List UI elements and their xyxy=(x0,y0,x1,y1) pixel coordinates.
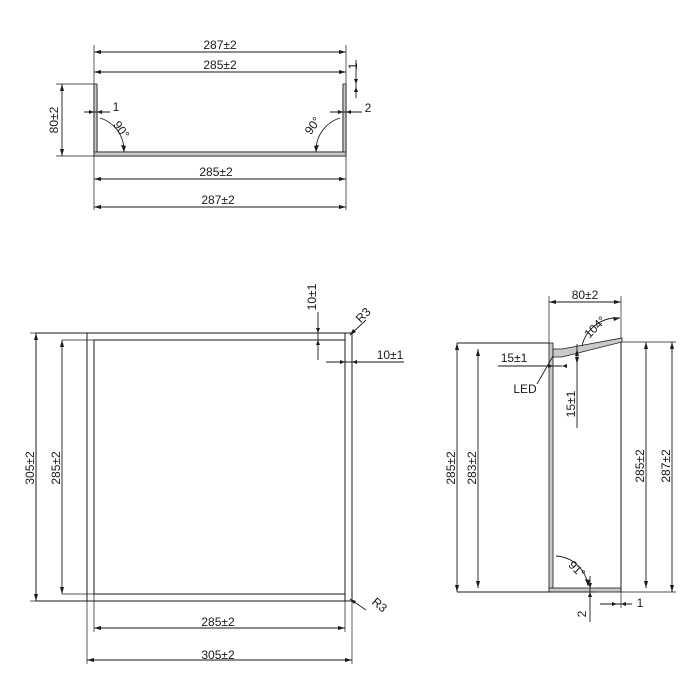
front-right-wall xyxy=(342,83,347,157)
dim-bottom-inner: 285±2 xyxy=(199,165,233,179)
side-view: 80±2 104° 15±1 LED 15±1 285±2 283±2 xyxy=(444,288,676,622)
led-label: LED xyxy=(513,382,537,396)
radius-bottom: R3 xyxy=(369,595,390,616)
dim-height-left-outer: 285±2 xyxy=(444,451,458,485)
dim-flange-gap: 2 xyxy=(365,101,372,115)
top-outer-frame xyxy=(86,332,353,602)
arrow xyxy=(339,205,346,209)
arrow xyxy=(354,79,358,84)
arrow xyxy=(476,349,480,356)
top-offset-outline xyxy=(35,332,346,602)
arrow xyxy=(87,658,94,662)
dim-height-right-outer: 287±2 xyxy=(659,449,673,483)
front-bottom-wall xyxy=(93,151,347,157)
top-inner-panel xyxy=(93,339,346,595)
side-led-ledge xyxy=(552,337,623,358)
arrow xyxy=(316,328,320,333)
arrow xyxy=(338,110,343,114)
dim-height-outer: 305±2 xyxy=(23,451,37,485)
arrow xyxy=(614,300,621,304)
front-left-wall xyxy=(93,83,98,157)
arrow xyxy=(621,602,626,606)
arrow xyxy=(34,333,38,340)
arrow xyxy=(346,110,351,114)
arrow xyxy=(588,592,592,597)
arrow xyxy=(60,84,64,91)
angle-left: 90° xyxy=(110,118,132,141)
dim-height-left-inner: 283±2 xyxy=(465,451,479,485)
arrow xyxy=(613,317,620,321)
dim-wall: 1 xyxy=(113,100,120,114)
arrow xyxy=(314,145,319,152)
arrow xyxy=(354,87,358,92)
arrow xyxy=(350,599,356,604)
leader-line xyxy=(536,355,554,385)
arrow xyxy=(476,581,480,588)
arrow xyxy=(644,581,648,588)
arrow xyxy=(339,177,346,181)
dim-flange: 1 xyxy=(346,62,360,69)
arrow xyxy=(339,70,346,74)
dim-ledge: 15±1 xyxy=(501,351,528,365)
arrow xyxy=(60,340,64,347)
arrow xyxy=(94,50,101,54)
arrow xyxy=(97,110,102,114)
side-bottom-foot xyxy=(548,587,622,593)
arrow xyxy=(89,110,94,114)
arrow xyxy=(60,149,64,156)
arrow xyxy=(352,360,357,364)
dim-offset-right: 10±1 xyxy=(377,348,404,362)
arrow xyxy=(612,602,617,606)
front-body-inner xyxy=(96,87,344,153)
arrow xyxy=(588,583,592,588)
arrow xyxy=(670,585,674,592)
top-view: 305±2 285±2 10±1 10±1 R3 R3 285±2 305±2 xyxy=(23,283,404,664)
arrow xyxy=(339,50,346,54)
arrow xyxy=(340,360,345,364)
arrow xyxy=(455,585,459,592)
front-view: 287±2 285±2 80±2 1 1 2 90° 90° xyxy=(47,38,372,210)
arrow xyxy=(316,340,320,345)
arrow xyxy=(585,579,590,586)
arrow xyxy=(455,343,459,350)
angle-bottom: 91° xyxy=(565,558,588,581)
arrow xyxy=(121,145,126,152)
arrow xyxy=(94,177,101,181)
arrow xyxy=(34,594,38,601)
dim-height-inner: 285±2 xyxy=(49,451,63,485)
dim-offset-top: 10±1 xyxy=(305,283,319,310)
dim-height-right-inner: 285±2 xyxy=(633,449,647,483)
radius-top: R3 xyxy=(353,305,374,326)
arrow xyxy=(94,70,101,74)
arrow xyxy=(94,205,101,209)
dim-width-inner: 285±2 xyxy=(201,615,235,629)
arrow xyxy=(562,364,567,368)
arrow xyxy=(575,357,579,364)
dim-width-outer: 305±2 xyxy=(201,648,235,662)
arrow xyxy=(670,342,674,349)
arrow xyxy=(338,626,345,630)
arrow xyxy=(549,300,556,304)
dim-foot-1: 1 xyxy=(637,596,644,610)
dim-height: 80±2 xyxy=(47,106,61,133)
dim-ledge-vertical: 15±1 xyxy=(564,390,578,417)
arrow xyxy=(350,329,356,335)
arrow xyxy=(94,626,101,630)
arrow xyxy=(548,364,553,368)
arrow xyxy=(644,342,648,349)
dim-inner-width: 285±2 xyxy=(203,58,237,72)
side-main-wall xyxy=(548,342,554,593)
dim-foot-2: 2 xyxy=(575,610,589,617)
dim-outer-width: 287±2 xyxy=(203,38,237,52)
arrow xyxy=(575,349,579,356)
arrow xyxy=(60,587,64,594)
dim-bottom-outer: 287±2 xyxy=(201,193,235,207)
arrow xyxy=(345,658,352,662)
dim-depth: 80±2 xyxy=(572,288,599,302)
